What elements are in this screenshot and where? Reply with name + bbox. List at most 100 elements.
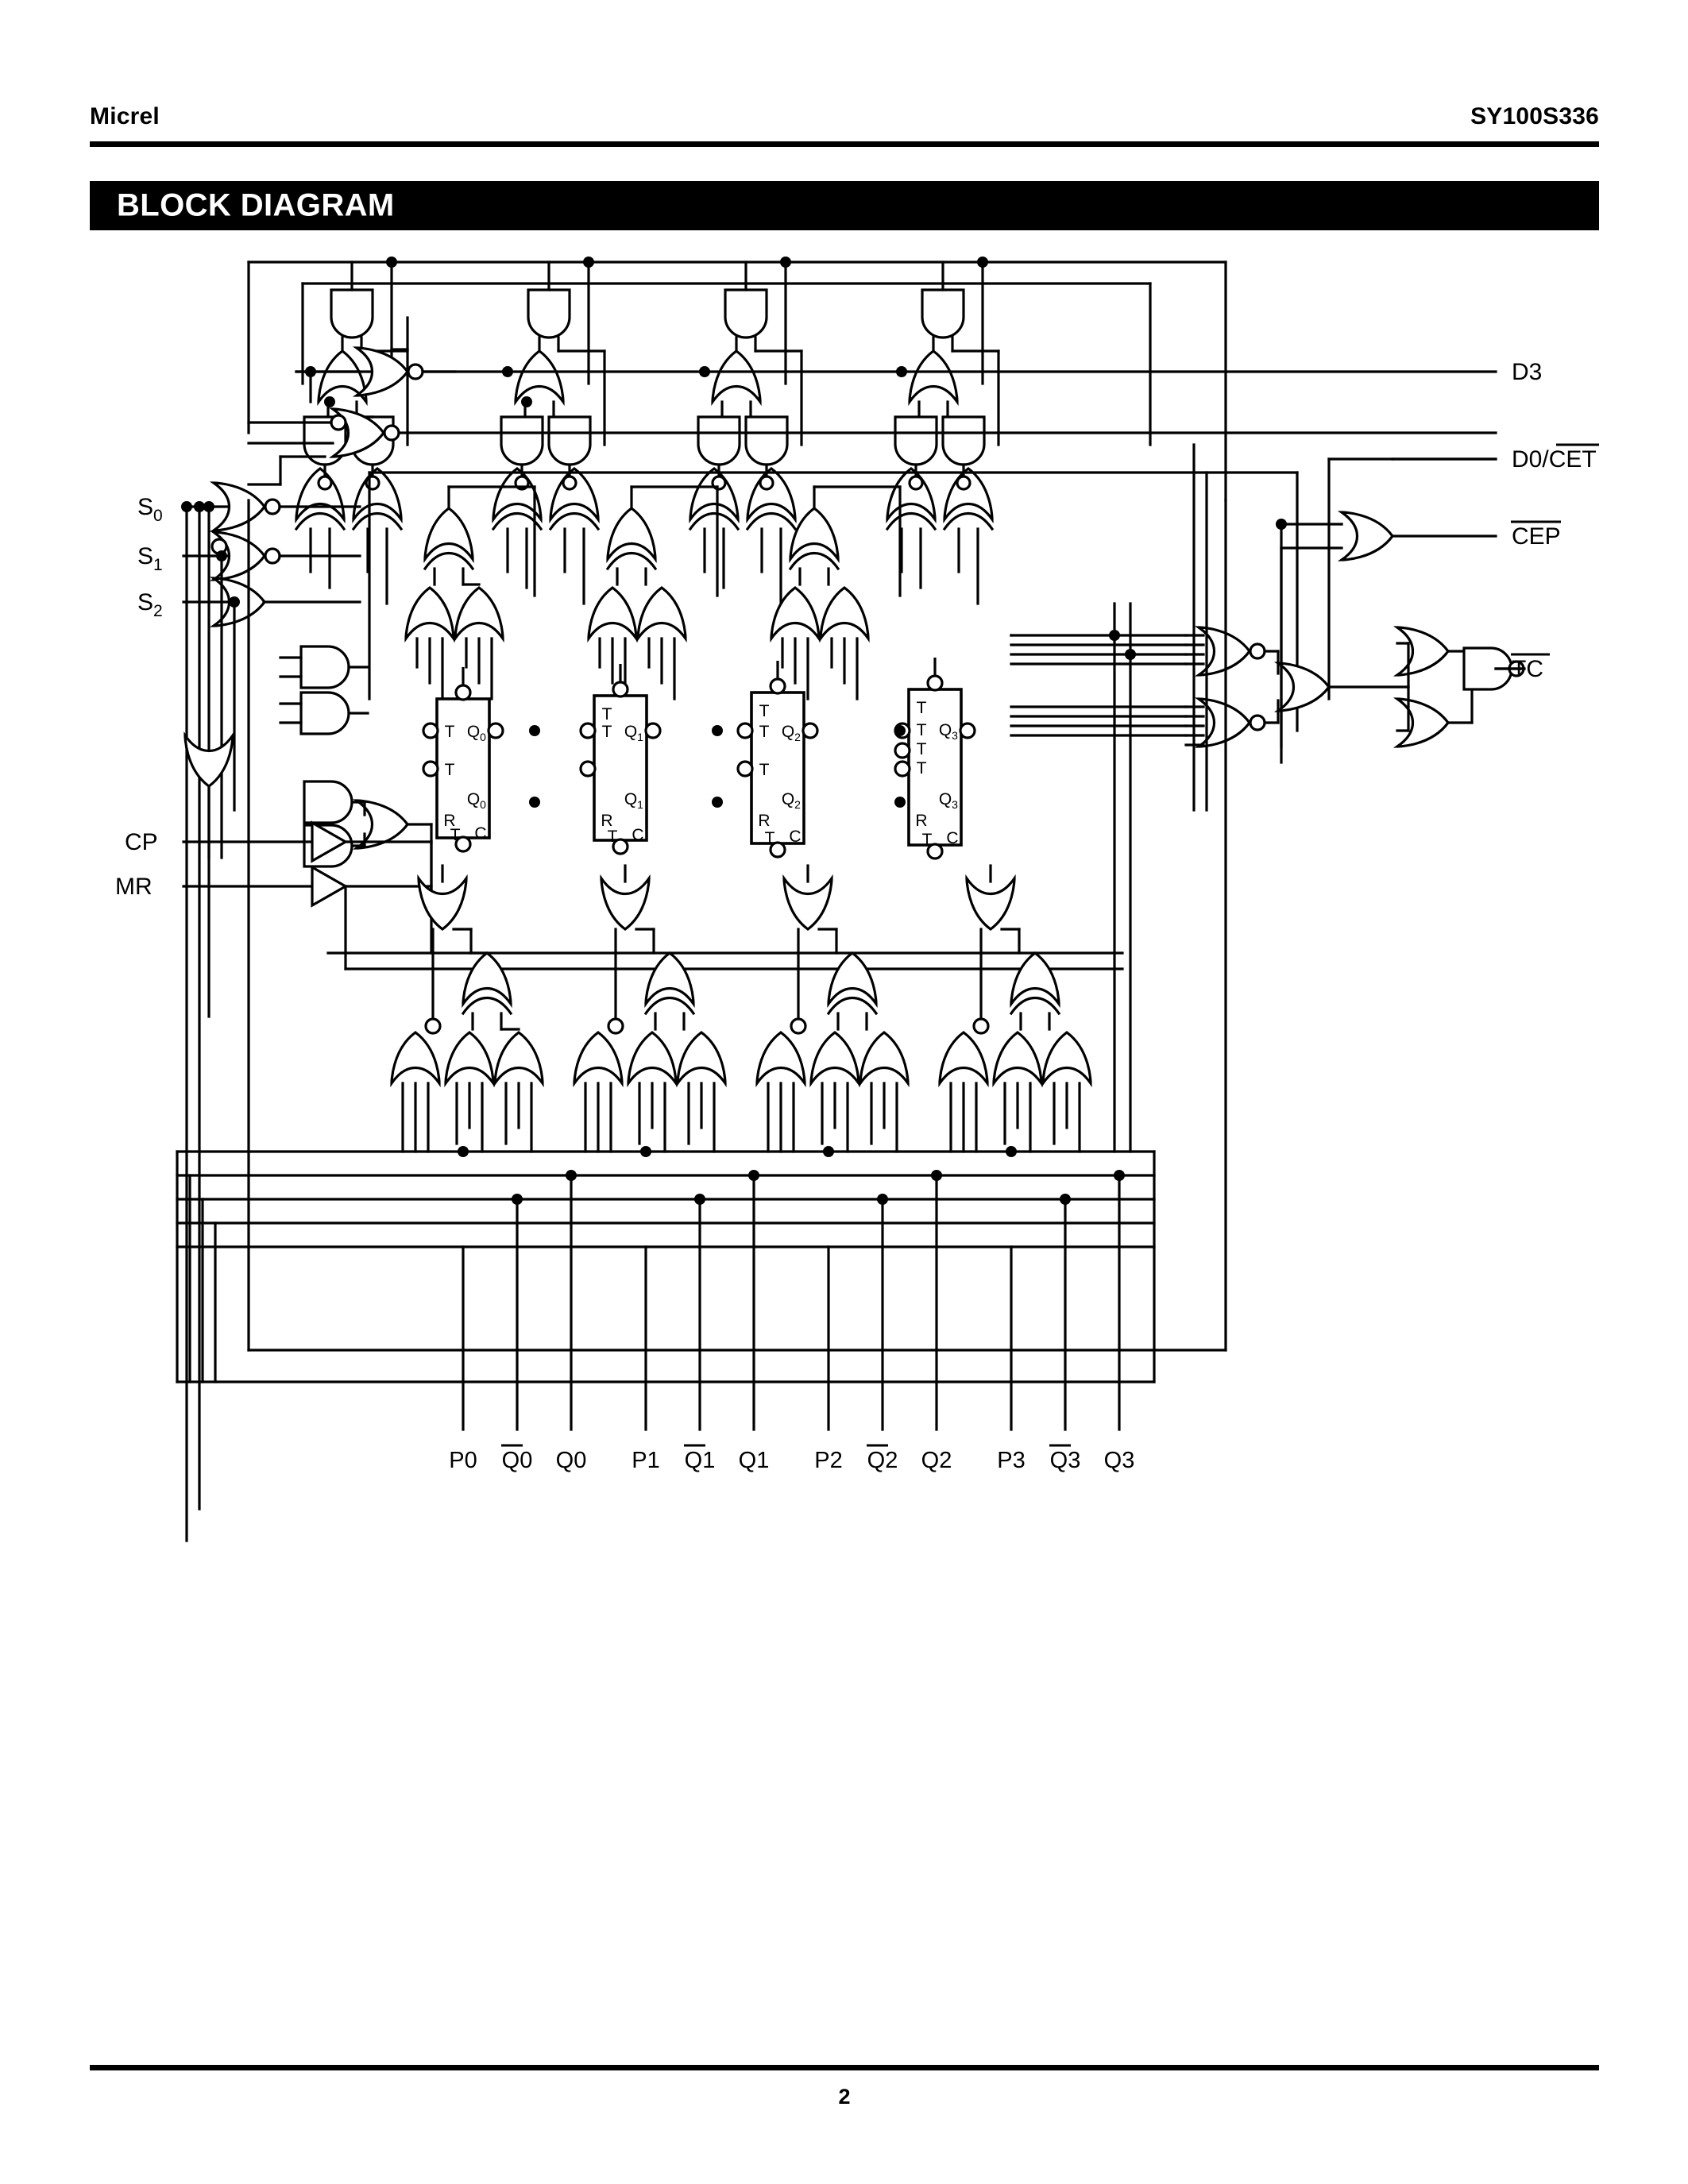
svg-text:Q3: Q3 [1050,1448,1081,1473]
svg-text:Q2: Q2 [867,1448,898,1473]
svg-text:Q0: Q0 [502,1448,533,1473]
svg-text:T: T [445,723,455,741]
svg-text:P3: P3 [997,1448,1025,1473]
company-name: Micrel [90,103,160,129]
svg-text:T: T [759,702,770,720]
bottom-logic-cell-1 [573,864,727,1153]
svg-text:T: T [759,761,770,779]
svg-text:C: C [946,829,958,847]
svg-text:T: T [602,705,612,723]
svg-text:R: R [601,812,612,830]
svg-text:Q0: Q0 [556,1448,587,1473]
section-title-bar: BLOCK DIAGRAM [90,181,1599,230]
label-s1: S1 [137,543,163,574]
svg-text:Q1: Q1 [685,1448,716,1473]
top-logic-cell-1 [492,260,606,605]
bottom-pin: Q2 [921,1448,952,1473]
output-labels: D3 D0/CET CEP TC [1511,359,1599,682]
label-d0-cet: D0/CET [1512,446,1597,473]
label-s2: S2 [137,589,163,620]
svg-text:Q2: Q2 [921,1448,952,1473]
label-tc: TC [1512,656,1543,682]
svg-text:T: T [917,721,927,739]
diagram-wires [176,260,1526,1542]
svg-text:T: T [917,699,927,717]
bottom-logic-cell-0 [390,864,544,1153]
svg-text:3: 3 [952,798,958,811]
flipflop-3: T T Q 3 T T R Q 3 T C [894,658,976,860]
svg-text:2: 2 [794,731,801,743]
bottom-pin: Q2 [867,1444,898,1473]
svg-text:C: C [632,826,643,844]
part-number: SY100S336 [1470,103,1599,129]
bottom-pin: Q3 [1049,1444,1081,1473]
svg-text:3: 3 [952,729,958,742]
svg-text:T: T [917,759,927,778]
block-diagram: T Q 0 T Q 0 R T C T T Q [90,254,1599,1707]
svg-text:T: T [759,723,770,741]
flipflop-1: T T Q 1 R Q 1 T C [579,664,662,855]
svg-text:Q: Q [939,721,952,739]
junction-dots [181,257,1287,1205]
bottom-pin: Q0 [556,1448,587,1473]
mid-logic-cell-1 [587,485,719,700]
svg-text:C: C [474,824,486,843]
flipflop-2: T T Q 2 T R Q 2 T C [736,661,819,859]
bottom-pin: P1 [632,1448,659,1473]
top-logic-cell-3 [886,260,1000,605]
svg-text:R: R [758,812,770,830]
bottom-logic-cell-2 [755,864,910,1153]
header-rule [90,141,1599,147]
svg-text:1: 1 [637,798,643,811]
section-title: BLOCK DIAGRAM [117,187,395,223]
svg-text:T: T [602,723,612,741]
bottom-pin: Q1 [739,1448,770,1473]
bottom-pin: Q3 [1104,1448,1135,1473]
svg-text:0: 0 [480,798,486,811]
bottom-pin: P3 [997,1448,1025,1473]
svg-text:P2: P2 [814,1448,842,1473]
svg-text:T: T [765,829,775,847]
svg-text:R: R [915,812,927,830]
bottom-pin: Q1 [684,1444,716,1473]
svg-text:C: C [789,828,801,846]
svg-text:Q: Q [624,790,637,808]
svg-text:Q3: Q3 [1104,1448,1135,1473]
page-number: 2 [838,2085,851,2109]
svg-text:P1: P1 [632,1448,659,1473]
bottom-pin: P0 [449,1448,477,1473]
svg-text:Q: Q [782,790,794,808]
svg-text:R: R [443,812,455,830]
page-header: Micrel SY100S336 [90,105,1599,129]
label-cp: CP [125,829,158,855]
svg-text:T: T [922,831,933,849]
svg-text:T: T [445,761,455,779]
label-d3: D3 [1512,359,1542,385]
mid-logic-cell-2 [770,485,902,700]
label-cep: CEP [1512,523,1561,550]
svg-text:Q: Q [939,790,952,808]
svg-text:T: T [917,740,927,758]
svg-text:T: T [450,826,461,844]
svg-text:Q: Q [467,723,480,741]
svg-text:Q: Q [467,790,480,808]
svg-text:2: 2 [794,798,801,811]
label-mr: MR [115,874,153,900]
footer-rule [90,2065,1599,2070]
svg-text:P0: P0 [449,1448,477,1473]
flipflop-row: T Q 0 T Q 0 R T C T T Q [422,658,976,860]
bottom-logic-cell-3 [938,864,1092,1153]
label-s0: S0 [137,494,163,525]
bottom-pin: Q0 [501,1444,533,1473]
svg-text:Q: Q [624,723,637,741]
block-diagram-svg: T Q 0 T Q 0 R T C T T Q [115,257,1599,1542]
svg-text:1: 1 [637,731,643,743]
svg-text:T: T [608,828,618,846]
svg-text:Q: Q [782,723,794,741]
bottom-pin: P2 [814,1448,842,1473]
mid-logic-cell-0 [404,485,536,700]
svg-text:Q1: Q1 [739,1448,770,1473]
input-labels: S0 S1 S2 CP MR [115,494,163,900]
bottom-pin-labels: P0 Q0 Q0 P1 Q1 Q1 P2 Q2 Q2 P3 Q3 Q3 [449,1444,1135,1473]
